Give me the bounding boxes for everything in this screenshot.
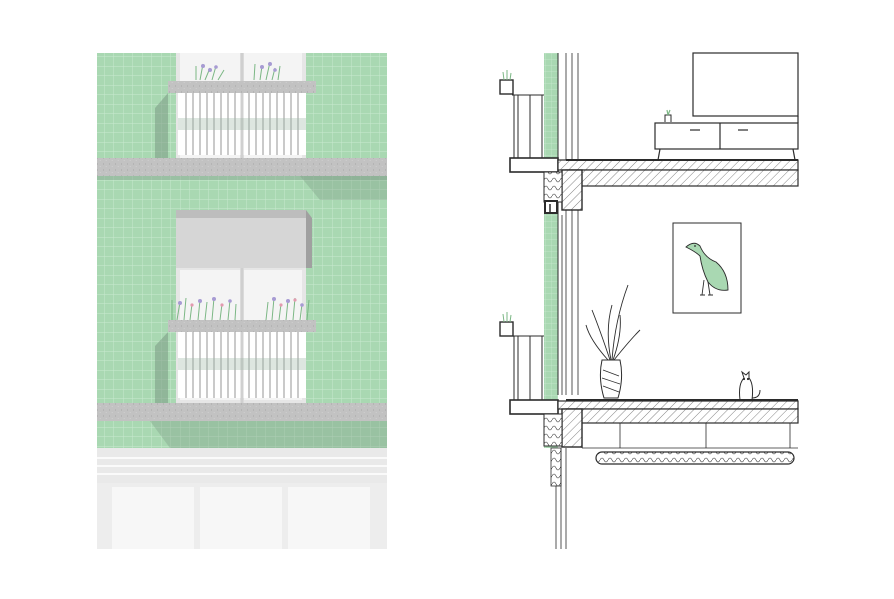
- ceiling-light: [595, 451, 795, 465]
- cladding-strip: [544, 53, 558, 448]
- lower-floor-band: [97, 403, 387, 421]
- lower-sunshade: [176, 210, 306, 268]
- flower-planter-upper: [195, 61, 281, 81]
- building-section: [499, 52, 799, 549]
- bird-artwork: [672, 222, 742, 314]
- lower-slab-section: [565, 408, 799, 424]
- facade-elevation: [97, 53, 387, 549]
- planter-lower-section: [499, 321, 514, 337]
- upper-balcony-section-slab: [509, 157, 559, 173]
- crow-icon: [685, 242, 729, 291]
- upper-slab-section: [565, 169, 799, 187]
- upper-floor-band: [97, 158, 387, 176]
- lower-beam: [561, 408, 583, 448]
- lower-balcony: [155, 210, 316, 403]
- planter-upper-section: [499, 79, 514, 95]
- upper-shadow: [155, 93, 168, 158]
- upper-balcony: [155, 53, 316, 158]
- flower-planter-lower: [171, 297, 310, 321]
- lower-balcony-section-slab: [509, 399, 559, 415]
- upper-beam: [561, 169, 583, 211]
- lower-balcony-slab: [168, 320, 316, 332]
- tv-illustration: [654, 52, 799, 161]
- upper-balcony-slab: [168, 81, 316, 93]
- vase-with-grasses: [585, 284, 641, 399]
- lower-railing: [185, 332, 299, 398]
- upper-railing: [185, 93, 299, 155]
- cat-icon: [739, 370, 761, 401]
